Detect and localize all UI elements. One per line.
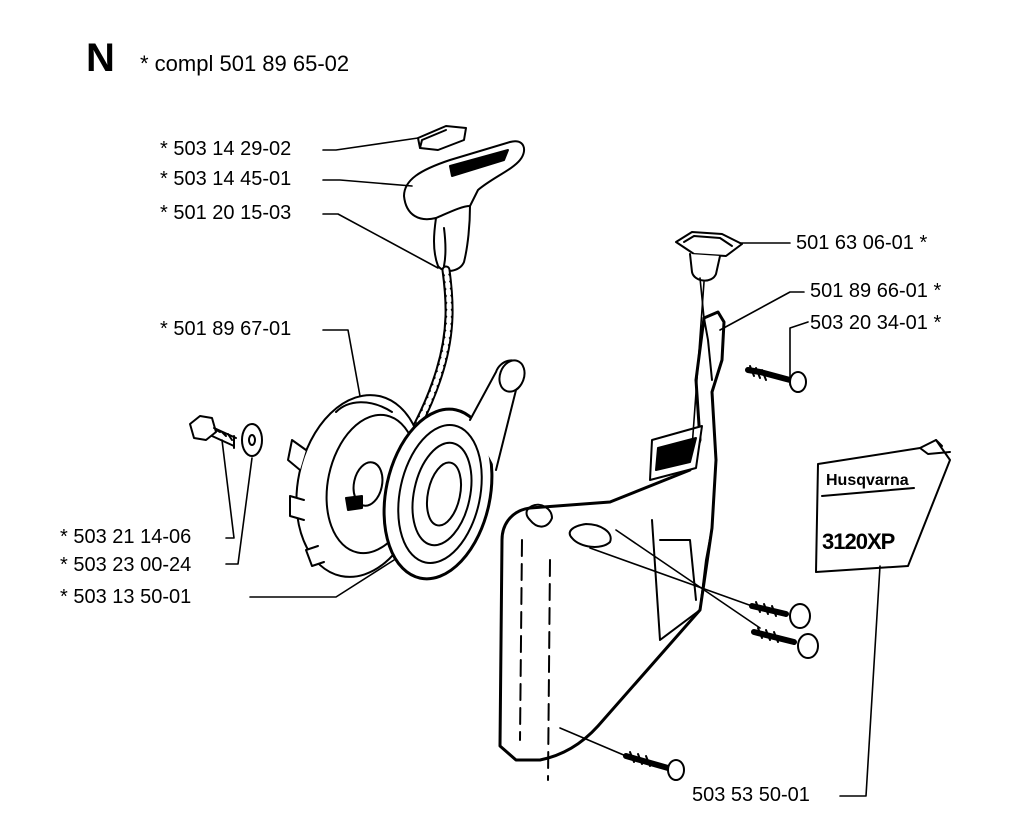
part-label-handle-insert: * 503 14 29-02 [160,138,292,160]
part-label-screw: * 503 21 14-06 [60,526,192,548]
part-label-washer: * 503 23 00-24 [60,554,192,576]
washer-drawing [241,423,263,457]
part-label-spring: * 503 13 50-01 [60,586,192,608]
starter-cover-drawing [498,310,726,781]
assembly-part-number: * compl 501 89 65-02 [140,51,350,76]
spring-housing-drawing [382,359,526,581]
part-label-pulley: * 501 89 67-01 [160,318,292,340]
screw-drawing [189,415,237,449]
leader-lines [221,137,881,797]
part-label-cover: 501 89 66-01 * [810,280,942,302]
starter-handle-drawing [403,140,526,272]
grommet-drawing [675,231,743,282]
decal-model-text: 3120XP [822,529,895,554]
decal-brand-text: Husqvarna [826,472,909,489]
cover-screw-drawing [623,365,819,781]
handle-insert-drawing [417,125,467,151]
part-label-handle: * 503 14 45-01 [160,168,292,190]
section-letter: N [86,36,115,80]
decal-drawing [815,439,951,573]
part-label-decal: 503 53 50-01 [692,784,810,806]
part-label-rope: * 501 20 15-03 [160,202,292,224]
part-label-cover-screw: 503 20 34-01 * [810,312,942,334]
part-label-grommet: 501 63 06-01 * [796,232,928,254]
